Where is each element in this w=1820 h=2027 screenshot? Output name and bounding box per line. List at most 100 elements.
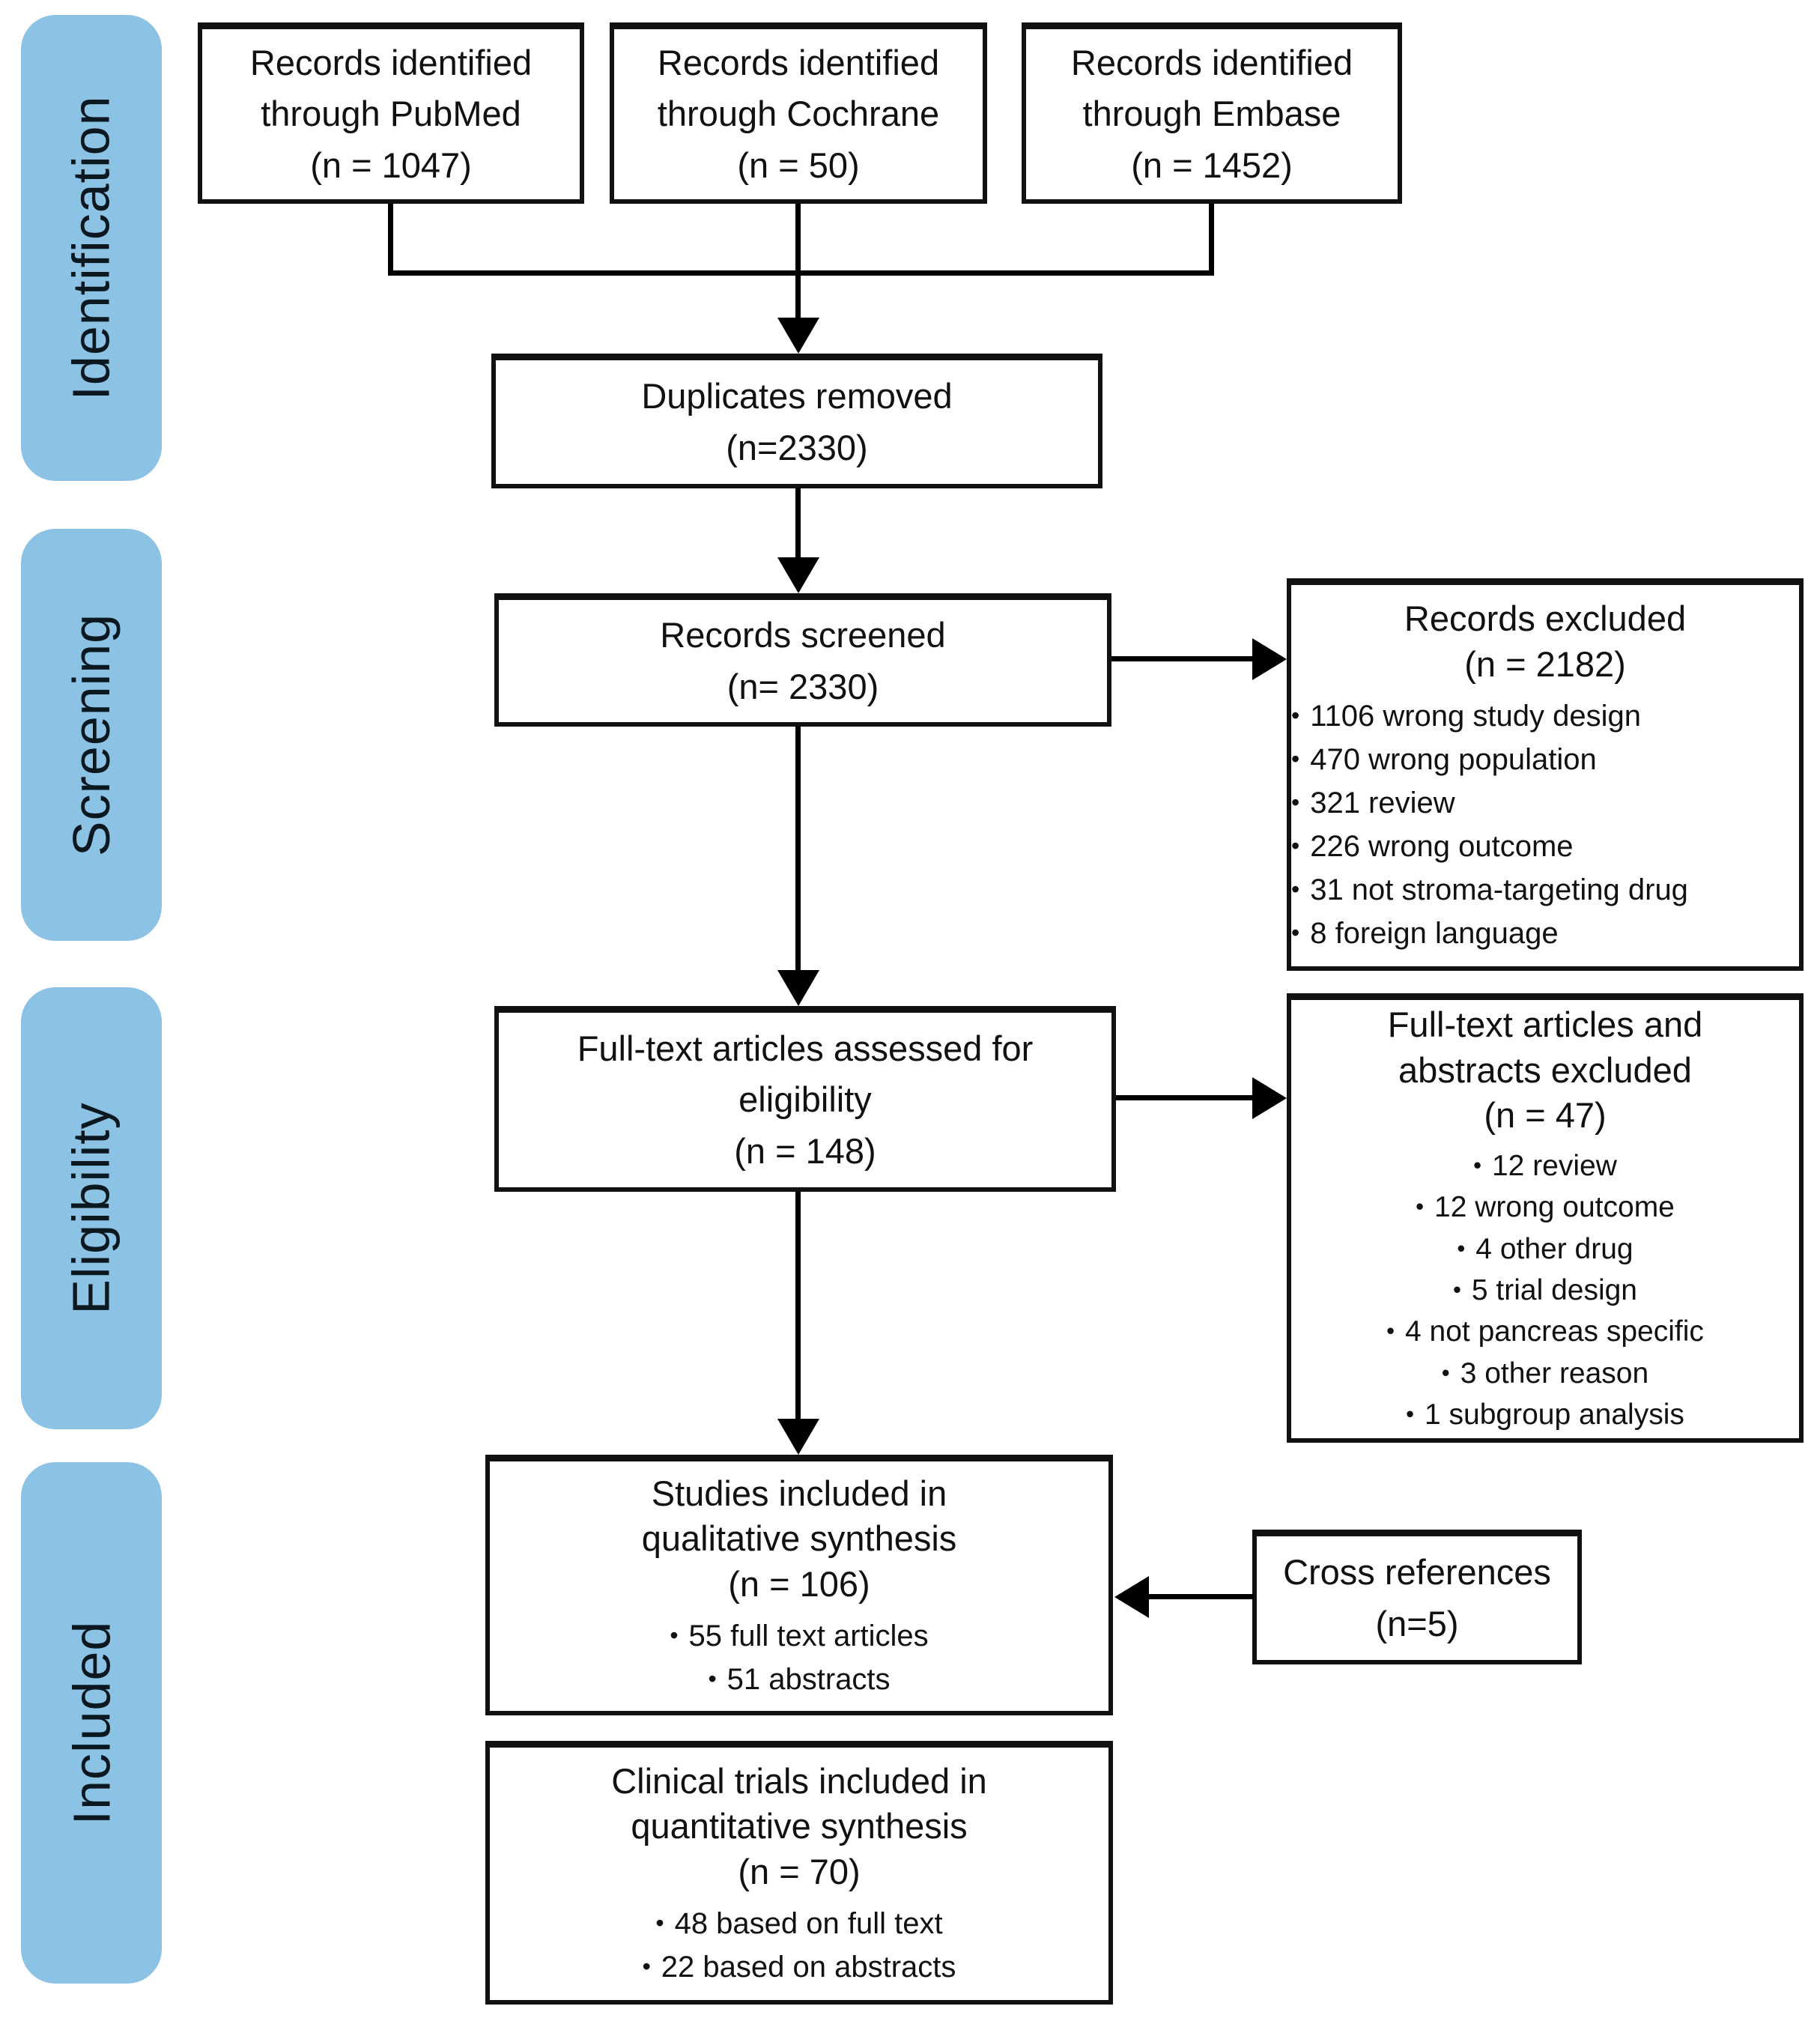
box-records-excluded-title: Records excluded (n = 2182) xyxy=(1404,599,1687,684)
box-records-cochrane-text: Records identified through Cochrane (n =… xyxy=(657,43,940,185)
list-item-text: 55 full text articles xyxy=(688,1619,929,1652)
bullet-icon: • xyxy=(1291,701,1300,729)
box-qualitative-synthesis-title: Studies included in qualitative synthesi… xyxy=(641,1473,957,1604)
arrow-crossref-to-qualitative xyxy=(1149,1594,1254,1599)
bullet-icon: • xyxy=(655,1909,664,1936)
box-records-pubmed-text: Records identified through PubMed (n = 1… xyxy=(249,43,533,185)
fulltext-excluded-list: • 12 review • 12 wrong outcome • 4 other dr… xyxy=(1386,1145,1704,1436)
arrow-fulltext-to-qualitative xyxy=(795,1191,801,1422)
list-item-text: 1 subgroup analysis xyxy=(1425,1399,1684,1431)
list-item: • 12 wrong outcome xyxy=(1386,1187,1704,1228)
bullet-icon: • xyxy=(1441,1359,1450,1386)
list-item-text: 5 trial design xyxy=(1471,1274,1638,1307)
list-item-text: 4 other drug xyxy=(1475,1232,1634,1265)
box-fulltext-excluded-title: Full-text articles and abstracts exclude… xyxy=(1387,1005,1703,1135)
arrow-duplicates-to-screened xyxy=(795,488,801,560)
arrow-fulltext-to-excluded xyxy=(1116,1095,1255,1100)
box-records-embase: Records identified through Embase (n = 1… xyxy=(1022,22,1402,204)
bullet-icon: • xyxy=(1416,1193,1425,1220)
list-item-text: 12 review xyxy=(1491,1149,1617,1182)
box-fulltext-excluded: Full-text articles and abstracts exclude… xyxy=(1287,993,1804,1443)
box-records-embase-text: Records identified through Embase (n = 1… xyxy=(1070,43,1353,185)
list-item: • 48 based on full text xyxy=(643,1902,956,1945)
list-item: • 3 other reason xyxy=(1386,1353,1704,1394)
records-excluded-list: • 1106 wrong study design • 470 wrong popu… xyxy=(1291,694,1688,955)
list-item-text: 470 wrong population xyxy=(1310,742,1597,776)
box-quantitative-synthesis: Clinical trials included in quantitative… xyxy=(485,1741,1113,2005)
qualitative-items-list: • 55 full text articles • 51 abstracts xyxy=(670,1614,928,1701)
connector-join-line xyxy=(388,270,1214,276)
list-item: • 470 wrong population xyxy=(1291,738,1688,781)
list-item: • 4 not pancreas specific xyxy=(1386,1311,1704,1352)
arrowhead-down-icon xyxy=(777,1419,819,1455)
bullet-icon: • xyxy=(1291,875,1300,903)
stage-identification: Identification xyxy=(21,15,162,481)
connector-embase-stub xyxy=(1209,204,1214,276)
bullet-icon: • xyxy=(708,1664,717,1692)
list-item: • 4 other drug xyxy=(1386,1228,1704,1270)
stage-screening-label: Screening xyxy=(62,613,121,857)
bullet-icon: • xyxy=(1291,918,1300,946)
stage-eligibility-label: Eligibility xyxy=(62,1102,121,1315)
list-item: • 55 full text articles xyxy=(670,1614,928,1658)
list-item-text: 321 review xyxy=(1310,786,1455,819)
list-item-text: 226 wrong outcome xyxy=(1310,829,1574,863)
box-records-screened-text: Records screened (n= 2330) xyxy=(660,615,946,706)
arrowhead-left-icon xyxy=(1114,1576,1149,1618)
list-item: • 51 abstracts xyxy=(670,1658,928,1701)
arrow-to-duplicates xyxy=(795,204,801,322)
list-item: •5 trial design xyxy=(1386,1270,1704,1311)
list-item-text: 51 abstracts xyxy=(727,1662,891,1696)
box-records-pubmed: Records identified through PubMed (n = 1… xyxy=(198,22,584,204)
list-item: • 22 based on abstracts xyxy=(643,1945,956,1989)
box-duplicates-removed: Duplicates removed (n=2330) xyxy=(491,354,1102,488)
arrowhead-right-icon xyxy=(1252,1077,1287,1119)
stage-identification-label: Identification xyxy=(62,95,121,401)
bullet-icon: • xyxy=(1291,788,1300,816)
arrow-screened-to-fulltext xyxy=(795,726,801,973)
bullet-icon: • xyxy=(1473,1151,1481,1178)
list-item: • 12 review xyxy=(1386,1145,1704,1187)
bullet-icon: • xyxy=(1291,745,1300,772)
box-fulltext-assessed: Full-text articles assessed for eligibil… xyxy=(494,1006,1116,1192)
bullet-icon: • xyxy=(1406,1401,1414,1428)
list-item-text: 22 based on abstracts xyxy=(661,1950,956,1984)
list-item-text: 8 foreign language xyxy=(1310,916,1559,950)
arrow-screened-to-excluded xyxy=(1111,656,1255,661)
stage-included: Included xyxy=(21,1462,162,1984)
list-item-text: 3 other reason xyxy=(1460,1357,1649,1390)
bullet-icon: • xyxy=(642,1952,651,1980)
stage-eligibility: Eligibility xyxy=(21,987,162,1429)
bullet-icon: • xyxy=(1386,1318,1395,1345)
list-item: • 321 review xyxy=(1291,781,1688,825)
bullet-icon: • xyxy=(670,1621,679,1649)
connector-pubmed-stub xyxy=(388,204,393,276)
list-item: • 226 wrong outcome xyxy=(1291,825,1688,868)
arrowhead-right-icon xyxy=(1252,638,1287,680)
box-duplicates-removed-text: Duplicates removed (n=2330) xyxy=(641,376,953,467)
box-records-cochrane: Records identified through Cochrane (n =… xyxy=(610,22,987,204)
list-item-text: 12 wrong outcome xyxy=(1434,1191,1675,1224)
box-records-excluded: Records excluded (n = 2182) • 1106 wrong … xyxy=(1287,578,1804,971)
arrowhead-down-icon xyxy=(777,970,819,1006)
arrowhead-down-icon xyxy=(777,557,819,593)
box-quantitative-synthesis-title: Clinical trials included in quantitative… xyxy=(611,1761,987,1891)
box-cross-references: Cross references (n=5) xyxy=(1252,1530,1582,1664)
list-item: • 8 foreign language xyxy=(1291,912,1688,955)
arrowhead-down-icon xyxy=(777,318,819,354)
list-item-text: 1106 wrong study design xyxy=(1310,699,1641,733)
box-qualitative-synthesis: Studies included in qualitative synthesi… xyxy=(485,1455,1113,1715)
box-records-screened: Records screened (n= 2330) xyxy=(494,593,1111,727)
bullet-icon: • xyxy=(1291,831,1300,859)
list-item: • 31 not stroma-targeting drug xyxy=(1291,868,1688,912)
list-item: • 1 subgroup analysis xyxy=(1386,1394,1704,1435)
box-fulltext-assessed-text: Full-text articles assessed for eligibil… xyxy=(577,1028,1034,1171)
quantitative-items-list: • 48 based on full text • 22 based on abst… xyxy=(643,1902,956,1989)
bullet-icon: • xyxy=(1457,1234,1466,1261)
list-item-text: 48 based on full text xyxy=(674,1906,943,1940)
list-item-text: 4 not pancreas specific xyxy=(1405,1315,1704,1348)
list-item: • 1106 wrong study design xyxy=(1291,694,1688,738)
stage-included-label: Included xyxy=(62,1620,121,1825)
list-item-text: 31 not stroma-targeting drug xyxy=(1310,873,1688,906)
